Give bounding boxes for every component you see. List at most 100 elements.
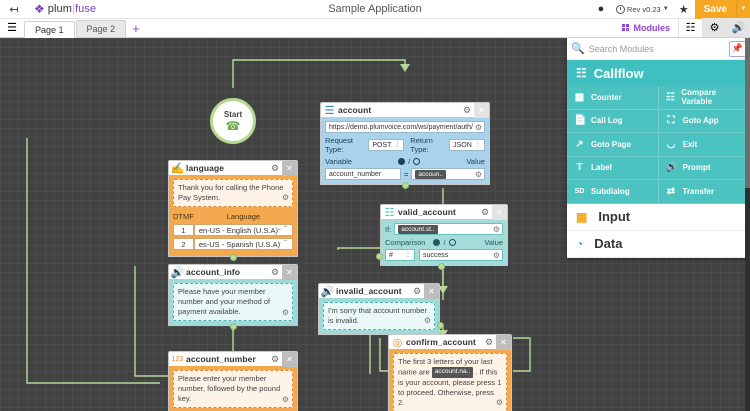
node-account[interactable]: ☰ account ⚙ ✕ https://demo.plumvoice.com… xyxy=(320,102,490,189)
add-page-button[interactable]: + xyxy=(132,21,140,36)
module-group-input[interactable]: ▦ Input xyxy=(567,203,750,231)
node-header[interactable]: 🔊 account_info ⚙ ✕ xyxy=(168,264,298,280)
close-icon[interactable]: ✕ xyxy=(424,283,439,299)
node-port-out[interactable] xyxy=(230,254,237,262)
radio-variable[interactable] xyxy=(433,239,441,246)
module-compare-variable[interactable]: ☷Compare Variable xyxy=(658,86,750,110)
module-counter[interactable]: ▦Counter xyxy=(567,86,659,110)
gear-icon[interactable]: ⚙ xyxy=(462,104,472,115)
save-button[interactable]: Save xyxy=(694,0,736,19)
close-icon[interactable]: ✕ xyxy=(492,204,507,220)
prompt-field[interactable]: Thank you for calling the Phone Pay Syst… xyxy=(173,179,293,208)
gear-icon[interactable]: ⚙ xyxy=(484,336,494,347)
language-select[interactable]: es-US - Spanish (U.S.A)⌄⌃ xyxy=(193,238,293,251)
revision-selector[interactable]: Rev v0.23 ▼ xyxy=(612,4,673,14)
node-header[interactable]: ☷ valid_account ⚙ ✕ xyxy=(380,204,508,220)
module-goto-page[interactable]: ↗Goto Page xyxy=(567,133,659,157)
flow-canvas[interactable]: Start ☎ ✍ language ⚙ ✕ Thank you for cal… xyxy=(0,38,750,411)
tab-page-1[interactable]: Page 1 xyxy=(24,21,75,38)
close-icon[interactable]: ✕ xyxy=(282,264,297,280)
close-icon[interactable]: ✕ xyxy=(474,102,489,118)
gear-icon[interactable]: ⚙ xyxy=(270,353,280,364)
language-select[interactable]: en-US - English (U.S.A)⌄⌃ xyxy=(193,224,293,237)
url-input[interactable]: https://demo.plumvoice.com/ws/payment/au… xyxy=(325,121,485,133)
canvas-scrollbar-vertical[interactable] xyxy=(745,38,750,411)
gear-icon[interactable]: ⚙ xyxy=(281,307,289,317)
gear-icon[interactable]: ⚙ xyxy=(492,251,500,260)
module-label: Compare Variable xyxy=(681,88,717,107)
comparison-select[interactable]: #⋮ xyxy=(385,249,415,261)
speaker-icon[interactable]: 🔊 xyxy=(726,18,750,37)
dtmf-key[interactable]: 2 xyxy=(173,238,194,251)
prompt-field[interactable]: Please enter your member number, followe… xyxy=(173,370,293,409)
prompt-field[interactable]: I'm sorry that account number is invalid… xyxy=(323,302,435,331)
gear-icon[interactable]: ⚙ xyxy=(270,162,280,173)
node-port-out[interactable] xyxy=(402,182,409,189)
module-transfer[interactable]: ⇄Transfer xyxy=(658,180,750,204)
node-port-out[interactable] xyxy=(230,323,237,331)
prompt-field[interactable]: The first 3 letters of your last name ar… xyxy=(393,353,507,411)
tab-page-2[interactable]: Page 2 xyxy=(75,20,127,37)
module-prompt[interactable]: 🔊Prompt xyxy=(658,156,750,180)
node-header[interactable]: 🔊 invalid_account ⚙ ✕ xyxy=(318,283,440,299)
gear-icon[interactable]: ⚙ xyxy=(474,170,482,179)
node-header[interactable]: ☰ account ⚙ ✕ xyxy=(320,102,490,118)
variable-input[interactable]: account_number xyxy=(325,168,401,180)
module-group-callflow[interactable]: ☷ Callflow xyxy=(567,60,750,86)
node-invalid-account[interactable]: 🔊 invalid_account ⚙ ✕ I'm sorry that acc… xyxy=(318,283,444,336)
value-input[interactable]: accoun..⚙ xyxy=(411,168,485,180)
close-icon[interactable]: ✕ xyxy=(282,160,297,176)
module-group-data[interactable]: ◔ Data xyxy=(567,230,750,258)
gear-icon[interactable]: ⚙ xyxy=(702,18,726,37)
module-goto-app[interactable]: ⛶Goto App xyxy=(658,109,750,133)
prompt-field[interactable]: Please have your member number and your … xyxy=(173,283,293,322)
gear-icon[interactable]: ⚙ xyxy=(281,193,289,203)
node-account-number[interactable]: 123 account_number ⚙ ✕ Please enter your… xyxy=(168,351,298,411)
radio-value[interactable] xyxy=(413,158,421,165)
share-icon[interactable]: ★ xyxy=(678,3,689,16)
node-header[interactable]: ◎ confirm_account ⚙ ✕ xyxy=(388,334,512,350)
request-type-select[interactable]: POST⋮ xyxy=(368,139,405,151)
gear-icon[interactable]: ⚙ xyxy=(495,398,503,408)
gear-icon[interactable]: ⚙ xyxy=(474,123,482,132)
module-call-log[interactable]: 📄Call Log xyxy=(567,109,659,133)
start-node[interactable]: Start ☎ xyxy=(210,98,256,144)
node-port-false[interactable] xyxy=(376,253,383,260)
gear-icon[interactable]: ⚙ xyxy=(480,206,490,217)
node-port-true[interactable] xyxy=(438,263,445,270)
radio-variable[interactable] xyxy=(398,158,406,165)
radio-value[interactable] xyxy=(448,239,456,246)
gear-icon[interactable]: ⚙ xyxy=(492,225,500,234)
gear-icon[interactable]: ⚙ xyxy=(281,394,289,404)
gear-icon[interactable]: ⚙ xyxy=(270,266,280,277)
node-header[interactable]: ✍ language ⚙ ✕ xyxy=(168,160,298,176)
pages-icon[interactable]: ☰ xyxy=(7,22,17,34)
tree-icon[interactable]: ☷ xyxy=(678,18,702,37)
table-row[interactable]: 2 es-US - Spanish (U.S.A)⌄⌃ xyxy=(173,238,293,251)
node-confirm-account[interactable]: ◎ confirm_account ⚙ ✕ The first 3 letter… xyxy=(388,334,512,411)
close-icon[interactable]: ✕ xyxy=(496,334,511,350)
node-language[interactable]: ✍ language ⚙ ✕ Thank you for calling the… xyxy=(168,160,298,262)
pin-icon[interactable]: 📌 xyxy=(729,40,746,57)
gear-icon[interactable]: ⚙ xyxy=(423,316,431,326)
node-port-out[interactable] xyxy=(437,322,444,330)
table-row[interactable]: 1 en-US - English (U.S.A)⌄⌃ xyxy=(173,224,293,237)
return-type-select[interactable]: JSON⋮ xyxy=(449,139,486,151)
if-variable-input[interactable]: account.st..⚙ xyxy=(394,223,503,235)
return-type-label: Return Type: xyxy=(410,136,433,154)
node-header[interactable]: 123 account_number ⚙ ✕ xyxy=(168,351,298,367)
dtmf-key[interactable]: 1 xyxy=(173,224,194,237)
module-exit[interactable]: ◡Exit xyxy=(658,133,750,157)
close-icon[interactable]: ✕ xyxy=(282,351,297,367)
search-input[interactable]: Search Modules xyxy=(588,43,654,54)
back-arrow-icon[interactable]: ↤ xyxy=(9,3,19,16)
modules-button[interactable]: Modules xyxy=(614,18,678,37)
node-valid-account[interactable]: ☷ valid_account ⚙ ✕ If: account.st..⚙ Co… xyxy=(376,204,508,270)
save-dropdown-icon[interactable]: ▼ xyxy=(736,0,750,19)
gear-icon[interactable]: ⚙ xyxy=(412,285,422,296)
node-account-info[interactable]: 🔊 account_info ⚙ ✕ Please have your memb… xyxy=(168,264,298,331)
help-icon[interactable]: ● xyxy=(597,3,605,15)
comparison-value-input[interactable]: success⚙ xyxy=(419,249,503,261)
